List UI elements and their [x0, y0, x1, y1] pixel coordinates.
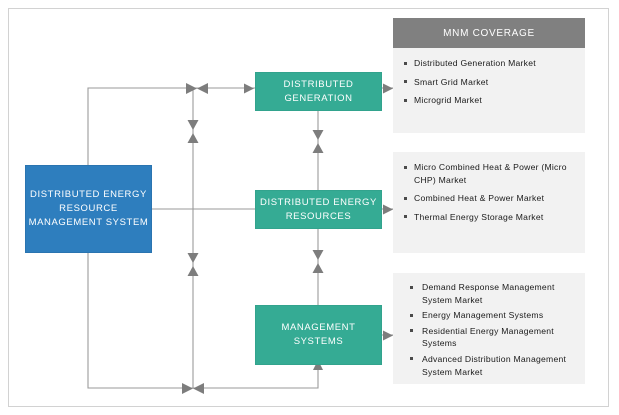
list-item: Smart Grid Market — [403, 76, 577, 89]
coverage-panel-management-systems: Demand Response Management System Market… — [393, 273, 585, 384]
coverage-panel-distributed-energy-resources: Micro Combined Heat & Power (Micro CHP) … — [393, 152, 585, 253]
node-distributed-energy-resource-management-system[interactable]: DISTRIBUTED ENERGY RESOURCE MANAGEMENT S… — [25, 165, 152, 253]
coverage-list-distributed-generation: Distributed Generation Market Smart Grid… — [393, 48, 585, 119]
coverage-panel-distributed-generation: Distributed Generation Market Smart Grid… — [393, 48, 585, 133]
list-item: Microgrid Market — [403, 94, 577, 107]
list-item: Thermal Energy Storage Market — [403, 211, 577, 224]
list-item: Advanced Distribution Management System … — [409, 353, 577, 378]
list-item: Distributed Generation Market — [403, 57, 577, 70]
mnm-coverage-header: MNM COVERAGE — [393, 18, 585, 48]
coverage-list-management-systems: Demand Response Management System Market… — [393, 273, 585, 387]
node-management-systems[interactable]: MANAGEMENT SYSTEMS — [255, 305, 382, 365]
arrowhead-group — [182, 83, 393, 394]
list-item: Combined Heat & Power Market — [403, 192, 577, 205]
node-distributed-generation[interactable]: DISTRIBUTED GENERATION — [255, 72, 382, 111]
list-item: Residential Energy Management Systems — [409, 325, 577, 350]
coverage-list-distributed-energy-resources: Micro Combined Heat & Power (Micro CHP) … — [393, 152, 585, 235]
node-distributed-energy-resources[interactable]: DISTRIBUTED ENERGY RESOURCES — [255, 190, 382, 229]
diagram-frame-border — [8, 8, 609, 407]
list-item: Energy Management Systems — [409, 309, 577, 322]
list-item: Demand Response Management System Market — [409, 281, 577, 306]
list-item: Micro Combined Heat & Power (Micro CHP) … — [403, 161, 577, 186]
